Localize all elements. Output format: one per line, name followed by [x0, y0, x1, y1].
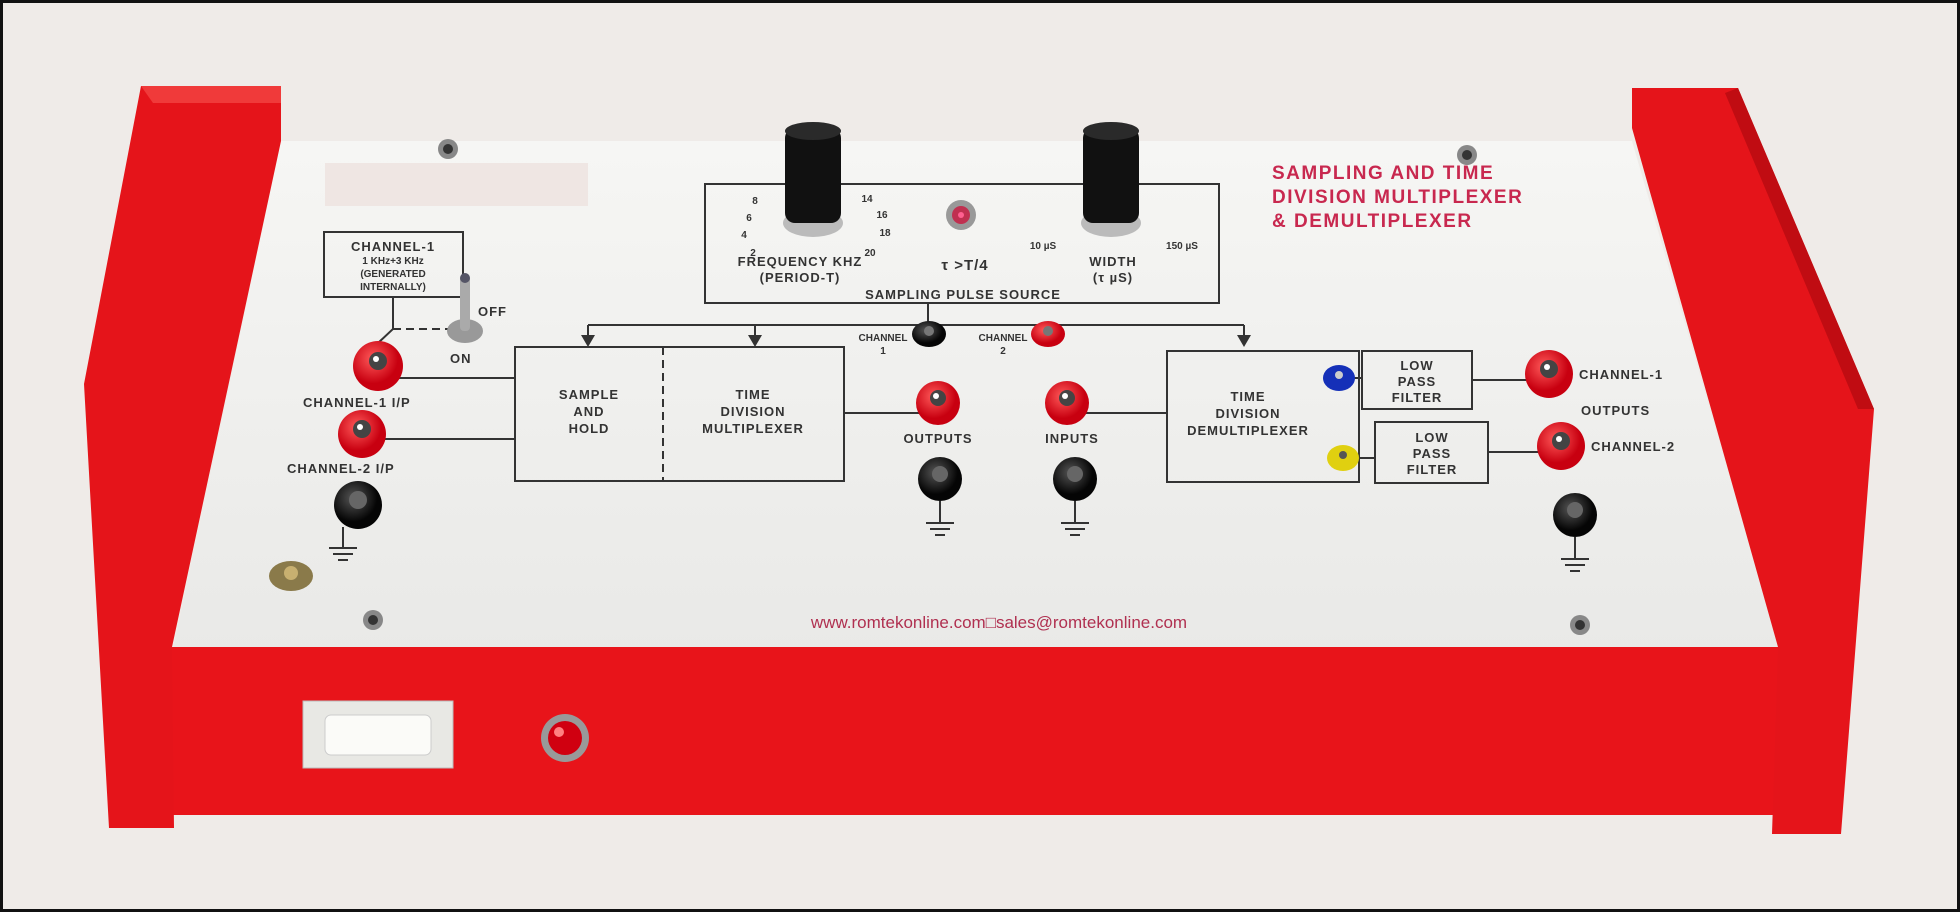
dial-mark: 20 — [864, 248, 876, 259]
channel1-input-label: CHANNEL-1 I/P — [303, 395, 411, 410]
toggle-on-label: ON — [450, 351, 472, 366]
toggle-off-label: OFF — [478, 304, 507, 319]
demux-label: DIVISION — [1215, 406, 1280, 421]
frequency-label: FREQUENCY KHZ — [738, 254, 863, 269]
dial-mark: 4 — [741, 230, 747, 241]
output-ground-jack[interactable] — [1553, 493, 1597, 537]
channel2-output-jack[interactable] — [1537, 422, 1585, 470]
tdm-label: TIME — [735, 387, 770, 402]
channel1-toggle-switch[interactable] — [447, 273, 483, 343]
power-led-icon — [541, 714, 589, 762]
lpf1-label: LOW — [1400, 358, 1433, 373]
channel1-tap-label: 1 — [880, 346, 886, 357]
dial-mark: 16 — [876, 210, 888, 221]
lpf2-label: FILTER — [1407, 462, 1458, 477]
ch1-src-line: CHANNEL-1 — [351, 239, 435, 254]
top-panel — [172, 141, 1781, 655]
demux-channel2-jack[interactable] — [1327, 445, 1359, 471]
ground-symbol-icon — [1061, 501, 1089, 536]
low-pass-filter-2-box — [1374, 421, 1489, 484]
screw-icon — [1457, 145, 1477, 165]
lpf2-label: PASS — [1413, 446, 1451, 461]
pulse-indicator-led-icon — [946, 200, 976, 230]
channel2-input-label: CHANNEL-2 I/P — [287, 461, 395, 476]
left-side-panel — [84, 86, 281, 828]
frequency-knob[interactable] — [783, 122, 843, 237]
sample-hold-label: AND — [573, 404, 604, 419]
channel1-output-jack[interactable] — [1525, 350, 1573, 398]
output-ground-jack[interactable] — [918, 457, 962, 501]
width-unit-label: (τ µS) — [1093, 270, 1133, 285]
dial-mark: 6 — [746, 213, 752, 224]
ch1-src-line: INTERNALLY) — [360, 282, 426, 293]
channel1-input-jack[interactable] — [353, 341, 403, 391]
pulse-condition-label: τ >T/4 — [941, 257, 988, 274]
dial-mark: 8 — [752, 196, 758, 207]
ground-jack[interactable] — [334, 481, 382, 529]
ground-symbol-icon — [926, 501, 954, 536]
mux-output-jack[interactable] — [916, 381, 960, 425]
ch1-src-line: (GENERATED — [360, 269, 425, 280]
output-channel1-label: CHANNEL-1 — [1579, 367, 1663, 382]
sample-hold-label: HOLD — [569, 421, 610, 436]
output-channel2-label: CHANNEL-2 — [1591, 439, 1675, 454]
footer-contact: www.romtekonline.com□sales@romtekonline.… — [810, 613, 1187, 632]
channel2-input-jack[interactable] — [338, 410, 386, 458]
dial-mark: 2 — [750, 248, 756, 259]
dial-mark: 18 — [879, 228, 891, 239]
channel2-tap-jack[interactable] — [1031, 321, 1065, 347]
outputs-right-label: OUTPUTS — [1581, 403, 1650, 418]
channel1-tap-label: CHANNEL — [859, 333, 908, 344]
trainer-kit: SAMPLING AND TIME DIVISION MULTIPLEXER &… — [84, 86, 1874, 834]
inputs-label: INPUTS — [1045, 431, 1099, 446]
blank-label-area — [325, 163, 588, 206]
tdm-label: MULTIPLEXER — [702, 421, 804, 436]
demux-box — [1166, 350, 1360, 483]
width-label: WIDTH — [1089, 254, 1137, 269]
screw-icon — [438, 139, 458, 159]
outputs-label: OUTPUTS — [903, 431, 972, 446]
ground-symbol-icon — [1561, 537, 1589, 572]
screw-icon — [363, 610, 383, 630]
period-label: (PERIOD-T) — [760, 270, 841, 285]
lpf1-label: FILTER — [1392, 390, 1443, 405]
low-pass-filter-1-box — [1361, 350, 1473, 410]
pulse-source-title: SAMPLING PULSE SOURCE — [865, 287, 1061, 302]
width-min-label: 10 µS — [1030, 241, 1057, 252]
width-knob[interactable] — [1081, 122, 1141, 237]
demux-input-jack[interactable] — [1045, 381, 1089, 425]
ch1-src-line: 1 KHz+3 KHz — [362, 256, 423, 267]
lpf2-label: LOW — [1415, 430, 1448, 445]
demux-label: DEMULTIPLEXER — [1187, 423, 1309, 438]
panel-title-line-1: SAMPLING AND TIME — [1272, 163, 1494, 184]
width-max-label: 150 µS — [1166, 241, 1198, 252]
sampling-pulse-source-box — [704, 183, 1220, 304]
channel2-tap-label: CHANNEL — [979, 333, 1028, 344]
demux-label: TIME — [1230, 389, 1265, 404]
ground-symbol-icon — [329, 527, 357, 561]
ground-terminal-icon — [269, 561, 313, 591]
channel2-tap-label: 2 — [1000, 346, 1006, 357]
power-rocker-switch[interactable] — [302, 700, 454, 769]
screw-icon — [1570, 615, 1590, 635]
panel-title-line-3: & DEMULTIPLEXER — [1272, 211, 1473, 232]
panel-title-line-2: DIVISION MULTIPLEXER — [1272, 187, 1523, 208]
lpf1-label: PASS — [1398, 374, 1436, 389]
sample-hold-label: SAMPLE — [559, 387, 619, 402]
demux-channel1-jack[interactable] — [1323, 365, 1355, 391]
input-ground-jack[interactable] — [1053, 457, 1097, 501]
channel1-tap-jack[interactable] — [912, 321, 946, 347]
dial-mark: 14 — [861, 194, 873, 205]
tdm-label: DIVISION — [720, 404, 785, 419]
